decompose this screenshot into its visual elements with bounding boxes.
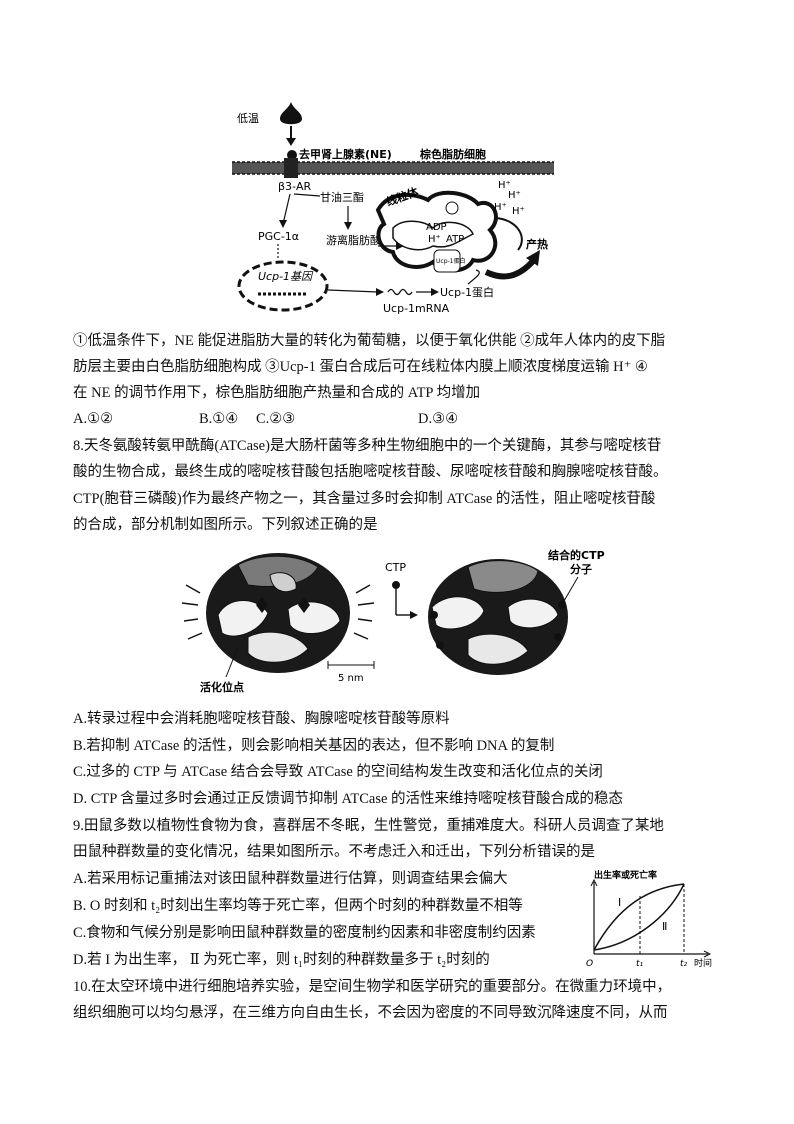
q9-stem-line-1: 9.田鼠多数以植物性食物为食，喜群居不冬眠，生性警觉，重捕难度大。科研人员调查了…	[73, 818, 664, 834]
graph-y-label: 出生率或死亡率	[594, 869, 657, 881]
proton-label-3: H⁺	[494, 202, 507, 213]
tg-label: 甘油三酯	[320, 190, 364, 204]
q9-option-c[interactable]: C.食物和气候分别是影响田鼠种群数量的密度制约因素和非密度制约因素	[73, 925, 536, 941]
adp-label: ADP	[426, 222, 447, 233]
ffa-label: 游离脂肪酸	[326, 233, 381, 247]
q7-option-a[interactable]: A.①②	[73, 411, 114, 427]
curve-1-label: Ⅰ	[618, 896, 621, 909]
gene-label: Ucp-1基因	[258, 270, 314, 283]
q9-option-a[interactable]: A.若采用标记重捕法对该田鼠种群数量进行估算，则调查结果会偏大	[73, 871, 508, 887]
q7-statement-line-3: 在 NE 的调节作用下，棕色脂肪细胞产热量和合成的 ATP 均增加	[73, 385, 481, 401]
atcase-active-enzyme	[181, 553, 375, 673]
q7-option-d[interactable]: D.③④	[418, 411, 459, 427]
ne-label: 去甲肾上腺素(NE)	[299, 147, 392, 161]
curve-2-label: Ⅱ	[662, 920, 667, 933]
q7-option-c[interactable]: C.②③	[256, 411, 296, 427]
proton-label-1: H⁺	[498, 180, 511, 191]
q8-option-a[interactable]: A.转录过程中会消耗胞嘧啶核苷酸、胸腺嘧啶核苷酸等原料	[73, 711, 450, 727]
proton-label-2: H⁺	[508, 190, 521, 201]
cell-label: 棕色脂肪细胞	[419, 147, 486, 161]
q8-stem-line-1: 8.天冬氨酸转氨甲酰酶(ATCase)是大肠杆菌等多种生物细胞中的一个关键酶，其…	[73, 438, 662, 454]
graph-x-label: 时间	[694, 957, 712, 969]
bound-ctp-label-1: 结合的CTP	[547, 548, 605, 562]
proton-label-4: H⁺	[512, 206, 525, 217]
q7-statement-line-1: ①低温条件下，NE 能促进脂肪大量的转化为葡萄糖，以便于氧化供能 ②成年人体内的…	[73, 333, 666, 349]
ucp-small-label: Ucp-1蛋白	[436, 257, 465, 265]
atp-label: ATP	[446, 234, 464, 245]
graph-t2: t₂	[680, 959, 688, 969]
curve-1	[593, 883, 685, 951]
atcase-inactive-enzyme	[428, 559, 568, 675]
q10-stem-line-1: 10.在太空环境中进行细胞培养实验，是空间生物学和医学研究的重要部分。在微重力环…	[73, 979, 672, 995]
q8-stem-line-4: 的合成，部分机制如图所示。下列叙述正确的是	[73, 517, 378, 533]
proton-label-inner: H⁺	[428, 234, 441, 245]
scale-bar-label: 5 nm	[338, 673, 364, 684]
protein-label: Ucp-1蛋白	[440, 285, 494, 299]
q8-stem-line-3: CTP(胞苷三磷酸)作为最终产物之一，其含量过多时会抑制 ATCase 的活性，…	[73, 491, 656, 507]
q7-statement-line-2: 肪层主要由白色脂肪细胞构成 ③Ucp-1 蛋白合成后可在线粒体内膜上顺浓度梯度运…	[73, 359, 648, 375]
pgc-label: PGC-1α	[258, 230, 299, 243]
heat-label: 产热	[526, 237, 548, 251]
q10-stem-line-2: 组织细胞可以均匀悬浮，在三维方向自由生长，不会因为密度的不同导致沉降速度不同，从…	[73, 1005, 668, 1021]
q7-option-b[interactable]: B.①④	[199, 411, 239, 427]
brown-fat-cell-diagram: 低温 去甲肾上腺素(NE) 棕色脂肪细胞 β3-AR 甘油三酯 PGC-1α 游…	[232, 102, 554, 315]
q8-option-d[interactable]: D. CTP 含量过多时会通过正反馈调节抑制 ATCase 的活性来维持嘧啶核苷…	[73, 791, 624, 807]
mrna-label: Ucp-1mRNA	[383, 302, 450, 315]
q9-stem-line-2: 田鼠种群数量的变化情况，结果如图所示。不考虑迁入和迁出，下列分析错误的是	[73, 844, 595, 860]
graph-t1: t₁	[636, 959, 644, 969]
birth-death-rate-graph: 出生率或死亡率 Ⅰ Ⅱ O t₁ t₂ 时间	[586, 869, 712, 969]
ctp-label: CTP	[385, 561, 406, 574]
q8-option-c[interactable]: C.过多的 CTP 与 ATCase 结合会导致 ATCase 的空间结构发生改…	[73, 764, 603, 780]
bound-ctp-label-2: 分子	[570, 562, 592, 576]
curve-2	[593, 883, 685, 951]
low-temp-label: 低温	[237, 112, 259, 125]
q9-option-d[interactable]: D.若 I 为出生率， Ⅱ 为死亡率，则 t₁时刻的种群数量多于 t₂时刻的	[73, 952, 490, 968]
atcase-diagram: 活化位点 5 nm CTP 结合的CTP 分子	[181, 548, 605, 694]
active-site-label: 活化位点	[200, 680, 244, 694]
q8-stem-line-2: 酸的生物合成，最终生成的嘧啶核苷酸包括胞嘧啶核苷酸、尿嘧啶核苷酸和胸腺嘧啶核苷酸…	[73, 464, 668, 480]
q9-option-b[interactable]: B. O 时刻和 t₂时刻出生率均等于死亡率，但两个时刻的种群数量不相等	[73, 898, 523, 914]
q8-option-b[interactable]: B.若抑制 ATCase 的活性，则会影响相关基因的表达，但不影响 DNA 的复…	[73, 738, 555, 754]
receptor-label: β3-AR	[278, 180, 312, 193]
graph-origin: O	[586, 959, 593, 969]
